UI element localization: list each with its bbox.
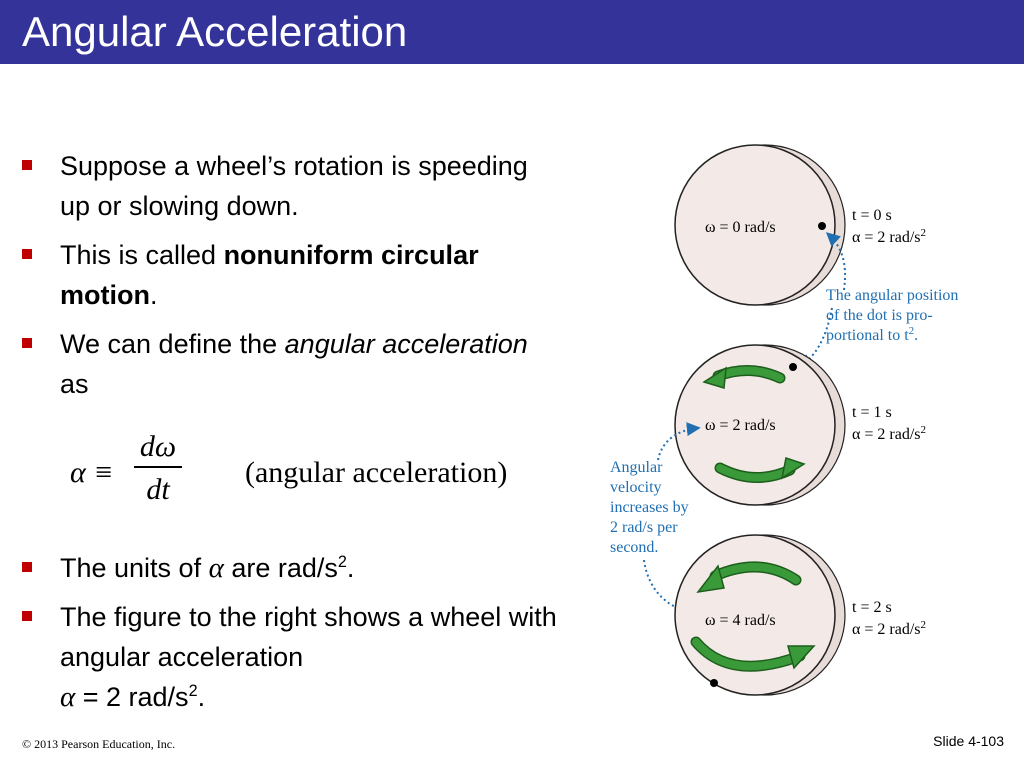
wheel-1: ω = 0 rad/s t = 0 s α = 2 rad/s2 [674, 144, 926, 306]
bullet-5-eq: = 2 rad/s [75, 682, 189, 712]
wheel-3-omega: ω = 4 rad/s [705, 612, 776, 629]
bullet-5: The figure to the right shows a wheel wi… [18, 597, 558, 717]
wheel-2: ω = 2 rad/s t = 1 s α = 2 rad/s2 [674, 344, 926, 506]
bullet-2-bold: nonuniform circular motion [60, 240, 479, 310]
velocity-note-line-2: velocity [610, 479, 662, 496]
wheel-1-face [674, 144, 836, 306]
wheel-3-arrow-bottom [692, 638, 804, 671]
velocity-note-line-4: 2 rad/s per [610, 519, 678, 536]
wheel-2-time: t = 1 s [852, 404, 892, 421]
bullet-5-post: . [197, 682, 206, 712]
position-note-arrow-up [825, 232, 846, 291]
bullet-list-2: The units of α are rad/s2. The figure to… [18, 548, 558, 717]
position-note-line-3: portional to t2. [826, 325, 918, 344]
bullet-2-pre: This is called [60, 240, 224, 270]
wheel-3-arrow-top [711, 563, 800, 584]
wheel-figure: ω = 0 rad/s t = 0 s α = 2 rad/s2 The ang… [610, 144, 958, 696]
equation-fraction: dω dt [134, 430, 182, 510]
velocity-note-line-5: second. [610, 539, 658, 556]
wheel-3-arrow-top-head [696, 564, 725, 594]
angular-acceleration-equation: α ≡ dω dt (angular acceleration) [70, 430, 550, 520]
title-bar: Angular Acceleration [0, 0, 1024, 64]
bullet-5-alpha: α [60, 681, 76, 713]
equation-numerator: dω [139, 430, 177, 463]
bullet-3-post: as [60, 369, 89, 399]
bullet-4: The units of α are rad/s2. [18, 548, 558, 588]
wheel-2-dot [789, 363, 797, 371]
position-note-line-1: The angular position [826, 287, 958, 304]
equation-denominator: dt [146, 473, 170, 506]
position-note-line-2: of the dot is pro- [826, 307, 933, 324]
equation-label: (angular acceleration) [245, 456, 508, 489]
bullet-1: Suppose a wheel’s rotation is speeding u… [18, 146, 548, 226]
velocity-note-arrow-up [657, 422, 701, 461]
wheel-2-arrow-top-head [702, 366, 727, 389]
bullet-4-alpha: α [208, 552, 224, 584]
wheel-3-arrow-bottom-head [787, 645, 816, 670]
wheel-3-dot [710, 679, 718, 687]
wheel-3-alpha: α = 2 rad/s2 [852, 619, 926, 638]
bullet-2-post: . [149, 280, 158, 310]
bullet-4-post: . [346, 553, 355, 583]
wheel-1-dot [818, 222, 826, 230]
slide-title: Angular Acceleration [22, 8, 408, 55]
bullet-3-pre: We can define the [60, 329, 285, 359]
wheel-2-arrow-bottom-head [780, 457, 806, 480]
bullet-3: We can define the angular acceleration a… [18, 324, 548, 404]
wheel-2-alpha: α = 2 rad/s2 [852, 424, 926, 443]
bullet-4-mid: are rad/s [223, 553, 338, 583]
wheel-1-omega: ω = 0 rad/s [705, 219, 776, 236]
bullet-3-italic: angular acceleration [284, 329, 528, 359]
bullet-4-sup: 2 [337, 553, 347, 571]
bullet-5-text: The figure to the right shows a wheel wi… [60, 602, 557, 672]
bullet-list: Suppose a wheel’s rotation is speeding u… [18, 146, 548, 404]
wheel-1-alpha: α = 2 rad/s2 [852, 227, 926, 246]
wheel-1-time: t = 0 s [852, 207, 892, 224]
copyright: © 2013 Pearson Education, Inc. [22, 737, 176, 751]
wheel-3: ω = 4 rad/s t = 2 s α = 2 rad/s2 [674, 534, 926, 696]
velocity-note-arrow-down [643, 559, 701, 620]
wheel-2-omega: ω = 2 rad/s [705, 417, 776, 434]
slide-number: Slide 4-103 [933, 733, 1004, 749]
bullet-4-pre: The units of [60, 553, 209, 583]
fraction-bar [134, 466, 182, 468]
bullet-5-sup: 2 [188, 682, 198, 700]
velocity-note-line-1: Angular [610, 459, 663, 476]
bullet-1-text: Suppose a wheel’s rotation is speeding u… [60, 151, 528, 221]
velocity-note-line-3: increases by [610, 499, 689, 516]
position-note-arrow-down [797, 307, 833, 368]
wheel-3-time: t = 2 s [852, 599, 892, 616]
equation-lhs: α ≡ [70, 456, 114, 489]
bullet-2: This is called nonuniform circular motio… [18, 235, 548, 315]
